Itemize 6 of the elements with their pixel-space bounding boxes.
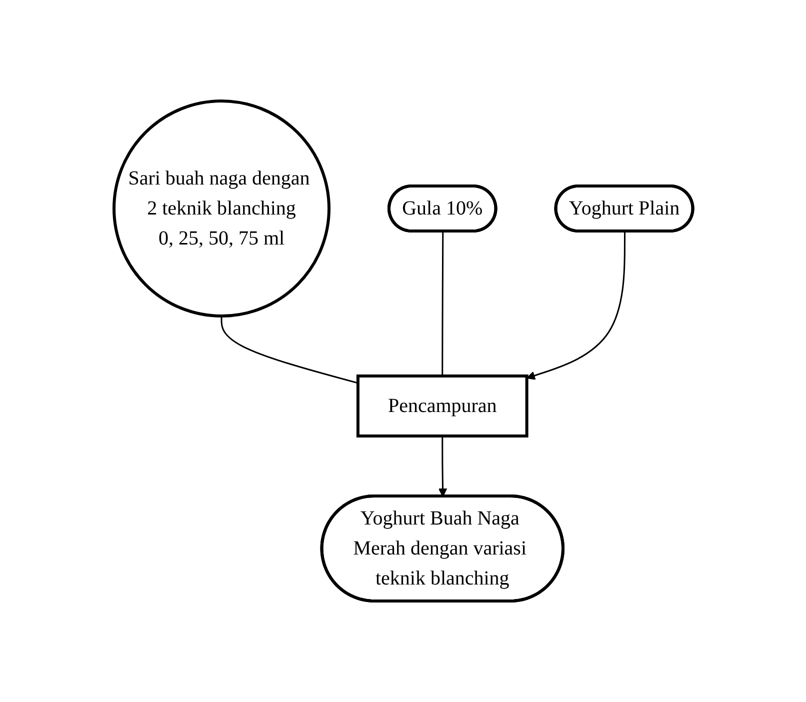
connector <box>441 232 444 376</box>
arrow <box>438 436 447 497</box>
arrow <box>526 232 626 380</box>
node-box: Pencampuran <box>356 374 528 438</box>
connector <box>220 316 358 384</box>
node-circle: Sari buah naga dengan 2 teknik blanching 0, 25, 50, 75 ml <box>112 100 330 318</box>
